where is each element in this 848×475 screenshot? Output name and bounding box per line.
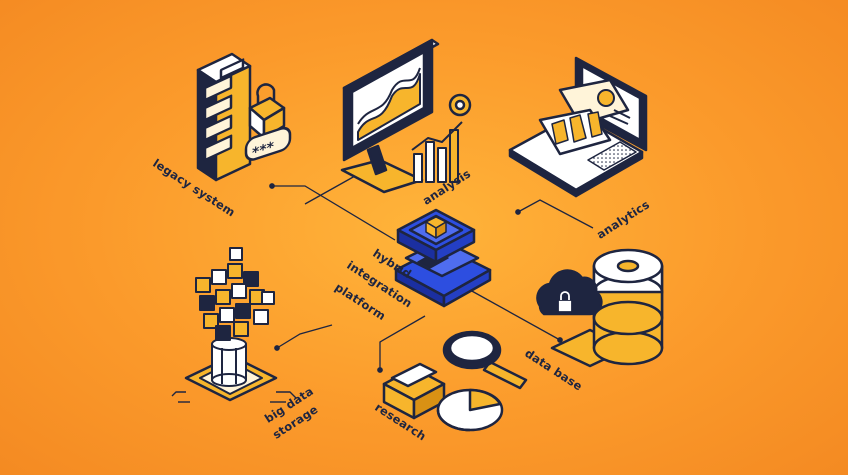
magnifier-folder-icon	[382, 330, 528, 432]
line-hub-research	[379, 315, 426, 370]
cube-tree-icon	[171, 247, 297, 403]
line-analytics-hub	[517, 199, 594, 229]
line-legacy-hub	[272, 185, 396, 241]
laptop-report-icon	[508, 56, 648, 198]
platform-stack-icon	[394, 208, 492, 308]
server-lock-icon: ***	[196, 52, 292, 182]
connector-lines	[269, 175, 594, 373]
line-bigdata-hub	[276, 324, 333, 349]
monitor-chart-icon	[340, 38, 472, 194]
cloud-database-icon	[536, 248, 664, 368]
line-hub-database	[469, 289, 561, 341]
line-analysis-hub	[304, 175, 356, 205]
svg-text:***: ***	[252, 139, 274, 162]
